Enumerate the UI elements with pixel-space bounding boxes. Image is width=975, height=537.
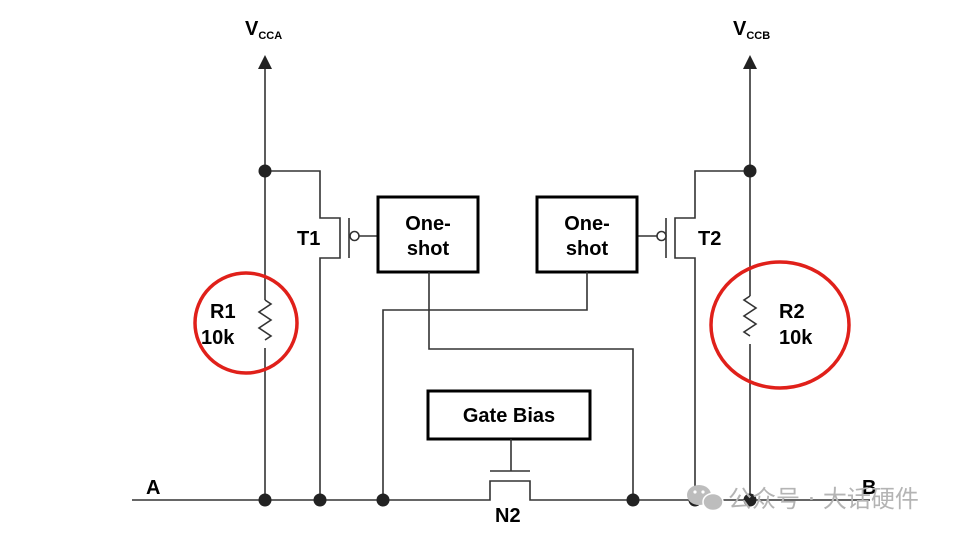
- r2-value-label: 10k: [779, 327, 813, 349]
- b-junction-dot-r2: [743, 493, 757, 507]
- oneshot-left-line1: One-: [405, 213, 451, 235]
- oneshot-right-to-a-wire: [382, 272, 588, 500]
- r1-name-label: R1: [210, 301, 236, 323]
- port-a-label: A: [146, 477, 160, 499]
- t1-bubble-icon: [349, 230, 360, 242]
- t1-channel-wire: [265, 170, 341, 500]
- r2-name-label: R2: [779, 301, 805, 323]
- gate-bias-block: Gate Bias: [426, 389, 592, 441]
- r1-value-label: 10k: [201, 327, 235, 349]
- oneshot-left-line2: shot: [407, 238, 450, 260]
- oneshot-left-to-b-wire: [428, 272, 634, 500]
- port-b-label: B: [862, 477, 876, 499]
- b-junction-dot-oneshot: [626, 493, 640, 507]
- vccb-arrow-icon: [743, 55, 757, 69]
- r1-resistor-icon: [257, 299, 273, 341]
- vccb-junction-dot: [743, 164, 757, 178]
- r2-highlight-circle: [709, 260, 851, 390]
- a-b-bus-wire: [132, 480, 870, 501]
- a-junction-dot-oneshot: [376, 493, 390, 507]
- a-junction-dot-t1: [313, 493, 327, 507]
- t2-bubble-icon: [656, 230, 667, 242]
- t2-label: T2: [698, 228, 721, 250]
- oneshot-right-line2: shot: [566, 238, 609, 260]
- n2-label: N2: [495, 505, 521, 527]
- r1-highlight-circle: [193, 271, 299, 375]
- t1-label: T1: [297, 228, 320, 250]
- watermark: 公众号 · 大话硬件: [687, 485, 919, 513]
- vcca-label: VCCA: [245, 18, 282, 42]
- oneshot-left-block: One- shot: [376, 195, 480, 274]
- vcca-arrow-icon: [258, 55, 272, 69]
- vcca-junction-dot: [258, 164, 272, 178]
- r2-resistor-icon: [742, 295, 758, 337]
- watermark-text: 公众号 · 大话硬件: [728, 485, 919, 513]
- a-junction-dot-r1: [258, 493, 272, 507]
- vccb-label: VCCB: [733, 18, 770, 42]
- wechat-icon: [687, 485, 724, 512]
- oneshot-right-line1: One-: [564, 213, 610, 235]
- t2-channel-wire: [674, 170, 750, 500]
- gate-bias-label: Gate Bias: [463, 405, 555, 427]
- oneshot-right-block: One- shot: [535, 195, 639, 274]
